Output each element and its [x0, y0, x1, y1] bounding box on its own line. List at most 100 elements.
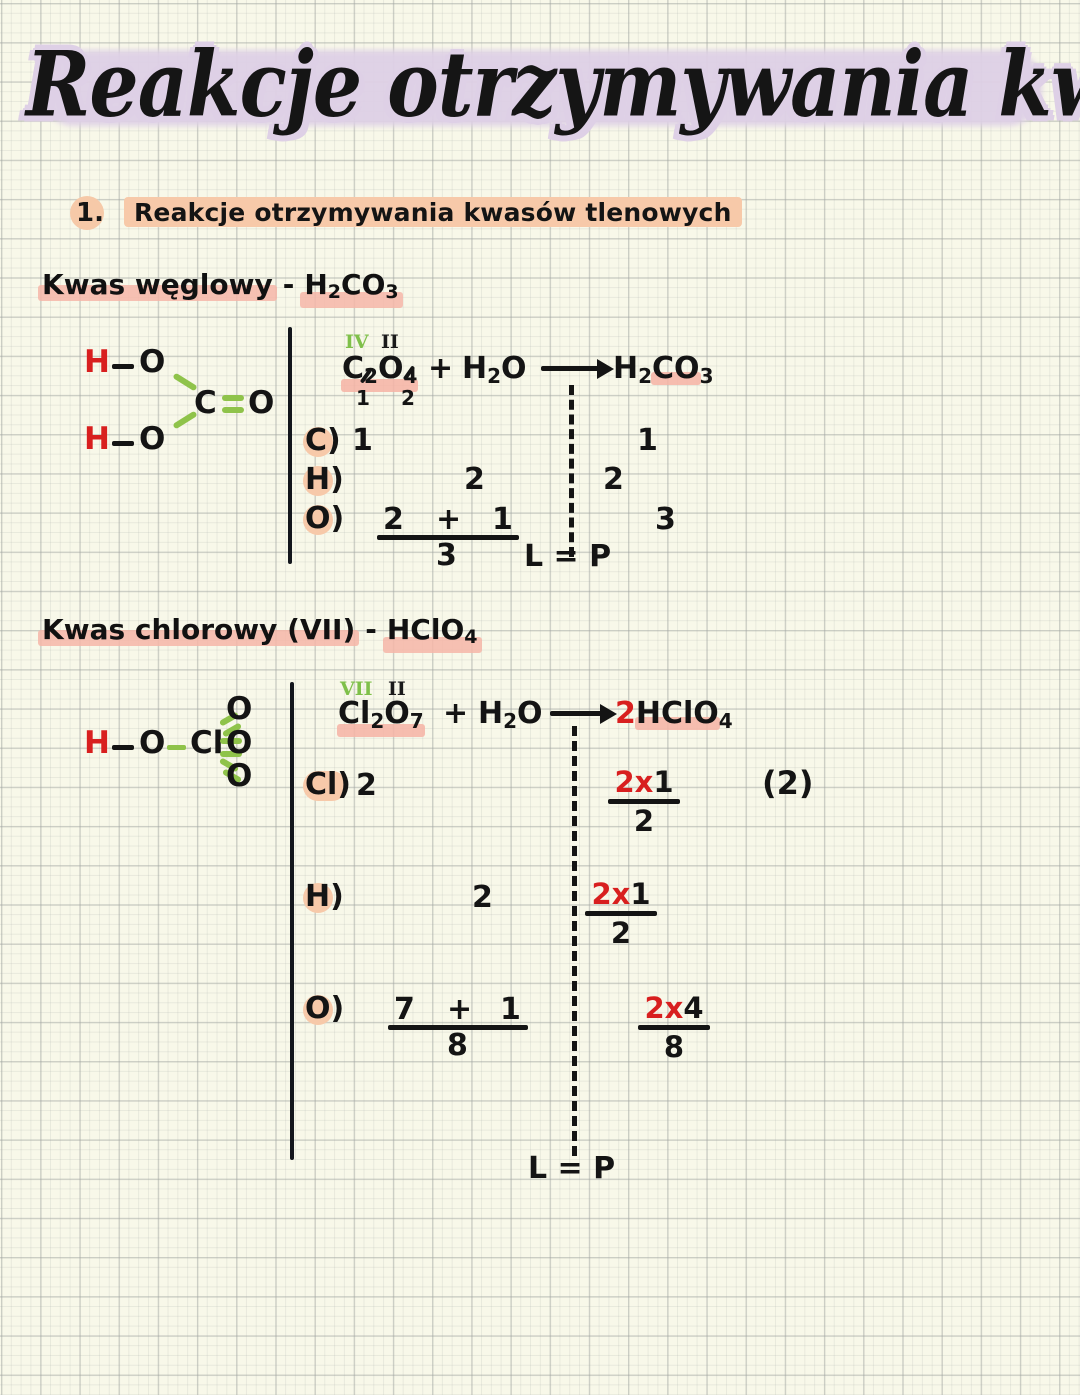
balance2-row-0-right-fraction: 2x1 2: [608, 766, 680, 837]
eq1-h: H: [462, 351, 488, 386]
balance1-row-2-label: O): [302, 501, 345, 536]
balance2-row-1-label: H): [303, 879, 344, 914]
structure2-bond-mid-a: [220, 738, 242, 744]
structure1-bond-h-o-top: [112, 364, 134, 369]
section-number: 1.: [70, 196, 110, 230]
balance2-conclusion: L = P: [528, 1151, 616, 1186]
structure2-h: H: [84, 725, 110, 761]
eq1-corrected-c-sub: 1: [356, 386, 370, 410]
eq1-oxidation-left: IV: [345, 331, 369, 353]
page-title-container: Reakcje otrzymywania kwasów: [26, 30, 1080, 140]
eq1-prod-h: H: [613, 351, 639, 386]
section-2-vertical-divider: [290, 682, 294, 1160]
balance2-row-0-note: (2): [762, 764, 814, 802]
formula-co: CO: [341, 268, 386, 301]
balance1-row-1-left: 2: [464, 462, 485, 497]
compound-1-heading: Kwas węglowy-H2CO3: [38, 268, 403, 309]
balance1-row-2-left-plus: +: [436, 502, 462, 537]
eq2-reactant-1-formula: Cl2O7: [337, 696, 425, 738]
balance1-row-0-left: 1: [352, 423, 373, 458]
eq2-o: O: [384, 696, 410, 731]
structure2-o-bot: O: [226, 758, 253, 794]
structure2-bond-h-o: [112, 745, 134, 750]
section-1-vertical-divider: [288, 327, 292, 564]
balance2-row-1-right-count: 1: [630, 877, 651, 911]
title-highlight-band: [40, 50, 1042, 126]
structure1-bond-h-o-bottom: [112, 441, 134, 446]
structure1-o-right: O: [248, 385, 275, 421]
structure2-o-mid: O: [226, 725, 253, 761]
balance1-row-1-right: 2: [603, 462, 624, 497]
eq2-plus: +: [443, 696, 469, 731]
eq2-h-sub: 2: [503, 709, 518, 733]
balance2-row-0-left: 2: [356, 768, 377, 803]
structure2-bond-mid-b: [220, 751, 242, 757]
section-title: Reakcje otrzymywania kwasów tlenowych: [123, 195, 742, 232]
balance1-conclusion: L = P: [524, 539, 612, 574]
compound-1-name: Kwas węglowy: [38, 268, 277, 301]
compound-1-dash: -: [282, 268, 295, 301]
balance1-row-2-sum-line: [377, 535, 519, 540]
formula-h-sub: 2: [327, 281, 342, 303]
eq1-reactant-2: H2O: [462, 352, 527, 393]
structure1-h-top: H: [84, 344, 110, 380]
eq2-reactant-2: H2O: [478, 697, 543, 738]
balance1-row-2-left-b: 1: [492, 502, 513, 537]
eq1-arrow-head: [597, 359, 614, 379]
eq2-cl: Cl: [338, 696, 371, 731]
eq1-prod-co-highlight: CO: [651, 351, 701, 386]
eq2-arrow-head: [600, 704, 617, 724]
balance2-row-0-right-numerator: 2x1: [608, 766, 680, 798]
balance2-row-2-right-fraction: 2x4 8: [638, 992, 710, 1063]
eq2-reactant-1: Cl2O7: [337, 696, 425, 738]
eq1-oxidation-right: II: [381, 331, 399, 353]
balance2-row-0-right-count: 1: [653, 765, 674, 799]
compound-2-dash: -: [365, 613, 377, 646]
eq2-arrow-shaft: [550, 711, 605, 716]
structure1-o-top: O: [139, 344, 166, 380]
balance2-row-2-right-mult: 2x: [644, 991, 684, 1025]
section-1-heading: 1. Reakcje otrzymywania kwasów tlenowych: [70, 193, 742, 233]
eq2-product-highlight: HClO: [634, 697, 720, 731]
eq2-product-coefficient: 2: [615, 696, 636, 731]
eq1-h-sub: 2: [487, 364, 502, 388]
balance2-row-1-fraction-bar: [585, 911, 657, 916]
balance1-row-1-label: H): [303, 462, 344, 497]
section-1-dashed-divider: [569, 385, 574, 557]
eq1-o-sub: 4: [403, 364, 418, 388]
structure2-o-top: O: [226, 691, 253, 727]
structure2-cl: Cl: [190, 725, 224, 761]
compound-2-formula: HClO4: [382, 613, 482, 654]
balance2-row-2-right-count: 4: [683, 991, 704, 1025]
balance2-row-1-right-fraction: 2x1 2: [585, 878, 657, 949]
eq2-oxidation-right: II: [388, 678, 406, 700]
eq1-plus: +: [428, 351, 454, 386]
balance2-row-2-right-numerator: 2x4: [638, 992, 710, 1024]
structure1-double-bond-lower: [222, 407, 244, 413]
eq1-c: C: [342, 351, 365, 386]
balance2-row-1-left: 2: [472, 880, 493, 915]
balance2-row-0-right-denominator: 2: [633, 804, 655, 838]
balance2-row-2-label: O): [302, 991, 345, 1026]
eq2-h2o-o: O: [517, 696, 543, 731]
balance2-row-1-right-numerator: 2x1: [585, 878, 657, 910]
eq1-prod-h-sub: 2: [638, 364, 653, 388]
formula-o-sub: 3: [385, 281, 399, 303]
eq1-corrected-o-sub: 2: [401, 386, 415, 410]
balance2-row-2-left-a: 7: [394, 992, 415, 1027]
balance1-row-2-left-a: 2: [383, 502, 404, 537]
balance2-row-1-right-denominator: 2: [610, 916, 632, 950]
balance1-row-0-label: C): [303, 423, 341, 458]
eq1-prod-co: CO: [652, 351, 700, 386]
balance2-row-2-left-sum: 8: [447, 1028, 468, 1063]
balance1-row-2-right: 3: [655, 502, 676, 537]
balance2-row-0-label: Cl): [302, 767, 352, 802]
eq2-o-sub: 7: [409, 709, 424, 733]
structure1-h-bottom: H: [84, 421, 110, 457]
formula-h: H: [304, 268, 328, 301]
eq2-cl-sub: 2: [370, 709, 385, 733]
balance2-row-2-left-plus: +: [447, 992, 473, 1027]
balance1-row-2-left-sum: 3: [436, 538, 457, 573]
compound-2-heading: Kwas chlorowy (VII)-HClO4: [37, 613, 482, 654]
